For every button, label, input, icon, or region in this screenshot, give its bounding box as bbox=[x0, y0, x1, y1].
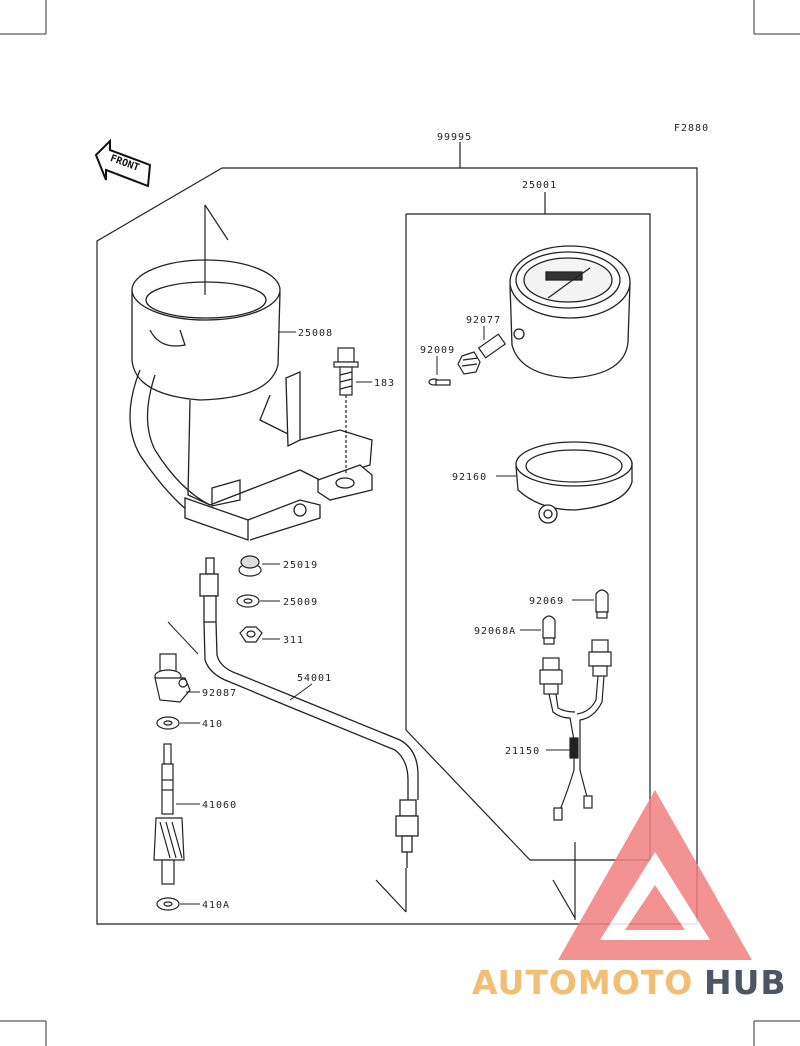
assembly-frame bbox=[96, 142, 698, 925]
watermark-text-1: AUTOMOTO bbox=[472, 963, 693, 1002]
drive-gear bbox=[153, 743, 185, 885]
part-label: 41060 bbox=[202, 800, 237, 811]
part-label: 54001 bbox=[297, 673, 332, 684]
washer bbox=[156, 897, 180, 911]
front-arrow-icon: FRONT bbox=[94, 138, 152, 188]
part-label: 92069 bbox=[529, 596, 564, 607]
part-label: 25019 bbox=[283, 560, 318, 571]
leader-line bbox=[204, 204, 229, 241]
part-label: 410 bbox=[202, 719, 223, 730]
grommet bbox=[238, 555, 262, 577]
part-label: 92068A bbox=[474, 626, 516, 637]
part-label: 311 bbox=[283, 635, 304, 646]
leader-line bbox=[552, 879, 576, 919]
speedometer bbox=[509, 245, 631, 379]
part-label: 21150 bbox=[505, 746, 540, 757]
screw bbox=[428, 378, 451, 386]
trip-knob bbox=[457, 333, 507, 375]
part-label: 183 bbox=[374, 378, 395, 389]
part-label: 92087 bbox=[202, 688, 237, 699]
washer bbox=[236, 594, 260, 608]
bolt bbox=[333, 347, 359, 475]
leader-line bbox=[375, 879, 407, 913]
speedometer-cable bbox=[199, 557, 419, 868]
bulb bbox=[595, 589, 609, 619]
part-label: 25008 bbox=[298, 328, 333, 339]
part-label: 25009 bbox=[283, 597, 318, 608]
part-label: 92077 bbox=[466, 315, 501, 326]
leader-line bbox=[167, 621, 199, 655]
assembly-number: 99995 bbox=[437, 132, 472, 143]
leader-line bbox=[289, 683, 313, 701]
part-label: 92160 bbox=[452, 472, 487, 483]
bulb bbox=[542, 615, 556, 645]
watermark-logo: AUTOMOTO HUB bbox=[472, 790, 787, 1002]
figure-code: F2880 bbox=[674, 123, 709, 134]
drive-housing bbox=[154, 653, 191, 703]
nut bbox=[239, 626, 263, 643]
watermark-text-2: HUB bbox=[704, 963, 787, 1002]
meter-cup bbox=[129, 259, 281, 521]
subassembly-number: 25001 bbox=[522, 180, 557, 191]
bezel-ring bbox=[515, 441, 633, 524]
part-label: 410A bbox=[202, 900, 230, 911]
meter-bracket bbox=[184, 371, 373, 541]
washer bbox=[156, 716, 180, 730]
part-label: 92009 bbox=[420, 345, 455, 356]
subassembly-frame bbox=[405, 192, 651, 861]
wire-harness bbox=[539, 639, 612, 821]
